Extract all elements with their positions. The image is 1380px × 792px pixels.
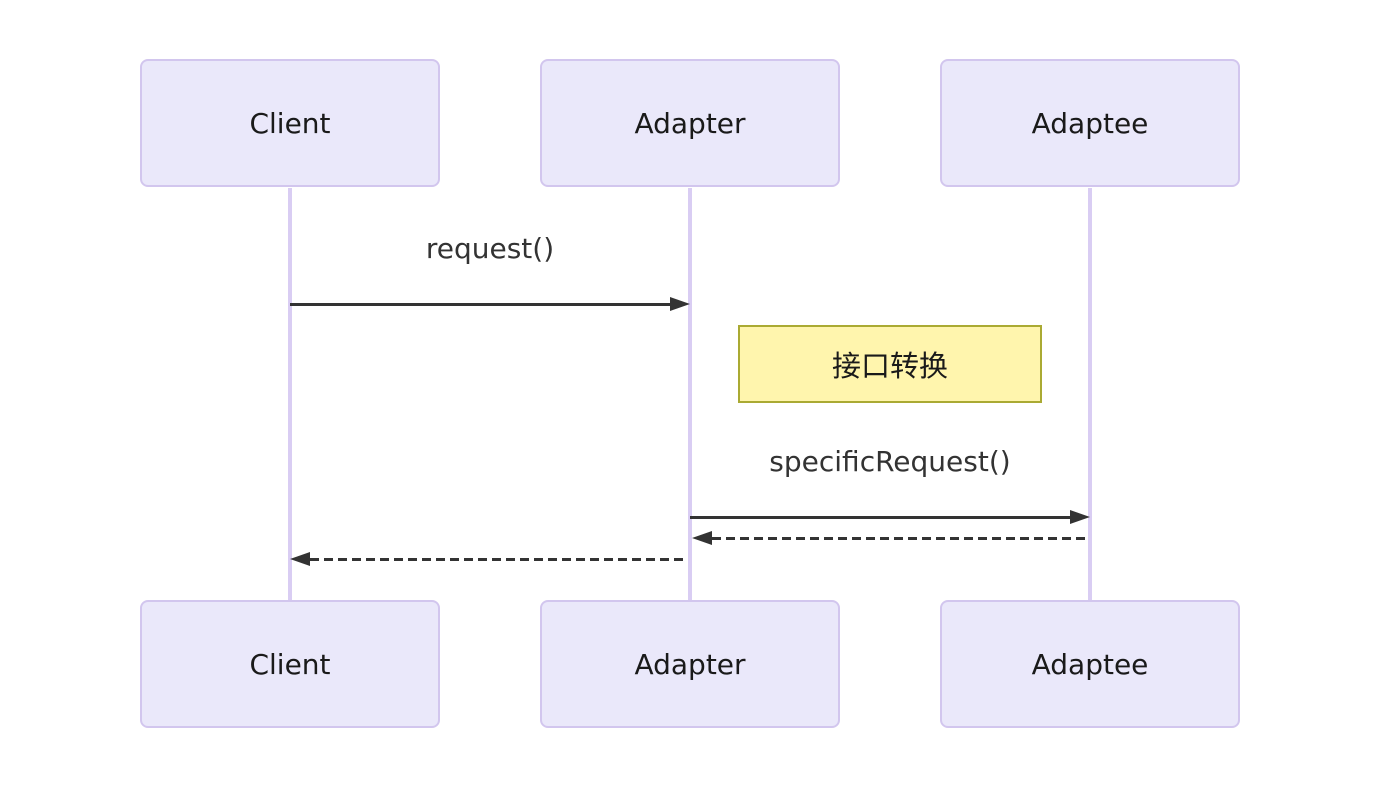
actor-top-adapter: Adapter	[540, 59, 840, 187]
actor-bottom-client: Client	[140, 600, 440, 728]
return-adaptee-to-adapter-line	[712, 537, 1090, 540]
actor-bottom-adapter: Adapter	[540, 600, 840, 728]
note-label: 接口转换	[831, 349, 948, 383]
arrowhead-left-icon	[692, 531, 712, 545]
actor-top-client: Client	[140, 59, 440, 187]
actor-label: Client	[249, 106, 331, 140]
actor-label: Adaptee	[1031, 647, 1149, 681]
actor-label: Adaptee	[1031, 106, 1149, 140]
arrowhead-right-icon	[1070, 510, 1090, 524]
actor-label: Adapter	[634, 106, 746, 140]
message-request-line	[290, 303, 672, 306]
actor-label: Adapter	[634, 647, 746, 681]
arrowhead-right-icon	[670, 297, 690, 311]
return-adapter-to-client-line	[310, 558, 688, 561]
message-specific-request-label: specificRequest()	[769, 445, 1011, 478]
arrowhead-left-icon	[290, 552, 310, 566]
actor-bottom-adaptee: Adaptee	[940, 600, 1240, 728]
actor-label: Client	[249, 647, 331, 681]
message-specific-request-line	[690, 516, 1072, 519]
lifeline-adaptee	[1088, 188, 1092, 600]
lifeline-adapter	[688, 188, 692, 600]
actor-top-adaptee: Adaptee	[940, 59, 1240, 187]
message-request-label: request()	[425, 232, 555, 265]
lifeline-client	[288, 188, 292, 600]
note-interface-conversion: 接口转换	[738, 325, 1042, 403]
